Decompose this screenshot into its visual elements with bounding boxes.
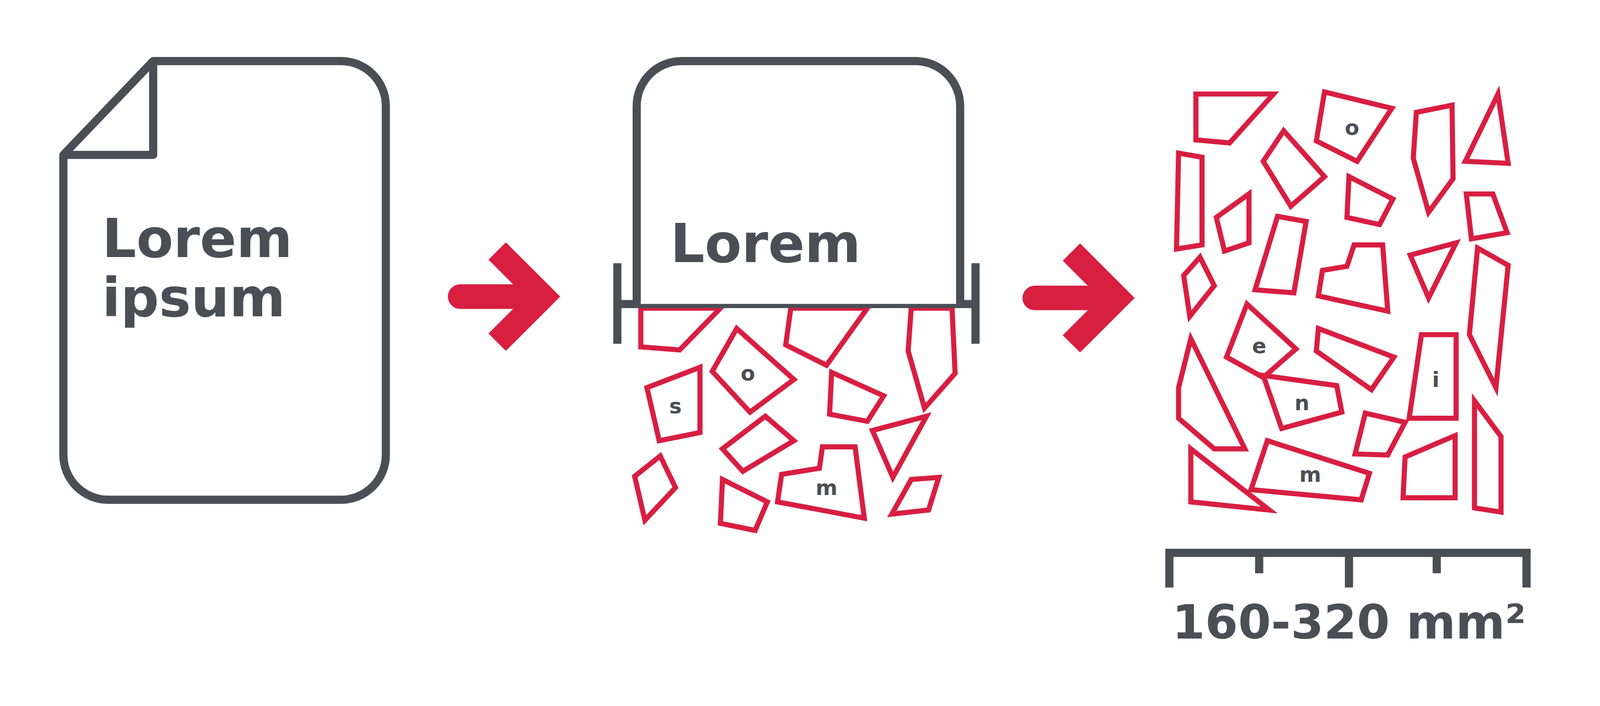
arrow-head	[497, 251, 543, 343]
paper-fragment	[1469, 248, 1509, 389]
scale-tick	[1432, 551, 1441, 574]
fragment-letter: s	[669, 395, 682, 417]
paper-fragment	[1316, 328, 1394, 390]
scale-tick	[1345, 551, 1354, 589]
scale-tick	[1522, 551, 1531, 589]
paper-fragment	[1255, 216, 1307, 294]
paper-fragment	[1183, 257, 1215, 317]
paper-fragment	[1316, 92, 1393, 162]
paper-fragment	[720, 479, 768, 531]
paper-fragment	[1346, 176, 1393, 225]
paper-fragment	[1176, 153, 1203, 250]
paper-fragment	[634, 456, 676, 521]
process-arrow	[1034, 252, 1118, 344]
fragment-letter: m	[815, 477, 838, 499]
paper-fragment	[1466, 193, 1507, 239]
paper-fragment	[1251, 441, 1370, 501]
paper-fragment	[829, 372, 884, 422]
paper-fragment	[1465, 93, 1509, 164]
paper-fragment	[1318, 244, 1388, 312]
fragment-letter: o	[740, 363, 756, 385]
scale-label: 160-320 mm²	[1172, 598, 1527, 647]
paper-fragment	[1355, 413, 1406, 456]
paper-fragment	[1195, 93, 1274, 143]
fragment-letter: n	[1294, 392, 1310, 414]
paper-fragment	[646, 367, 700, 442]
paper-fragment	[1216, 193, 1250, 251]
fragment-letter: e	[1251, 335, 1267, 357]
document-icon: Lorem ipsum	[59, 57, 390, 504]
paper-fragment	[712, 328, 795, 413]
paper-fragment	[891, 477, 939, 515]
arrow-head	[1071, 252, 1118, 344]
paper-fragment	[777, 446, 865, 519]
paper-fragment	[872, 416, 927, 478]
paper-fragment	[1409, 334, 1457, 419]
shredder-box: Lorem	[632, 57, 965, 305]
fragment-letter: o	[1345, 117, 1360, 139]
paper-fragment	[1402, 436, 1455, 499]
outline-path	[63, 61, 386, 501]
process-arrow	[460, 251, 543, 343]
fragment-letter: i	[1432, 369, 1440, 391]
scale-bar	[1165, 551, 1531, 589]
blade-end	[971, 263, 980, 345]
paper-fragment	[1410, 243, 1457, 299]
outline-path	[636, 61, 961, 305]
paper-fragment	[722, 416, 795, 472]
paper-fragment	[1263, 375, 1342, 429]
paper-fragment	[908, 308, 956, 409]
scale-tick	[1255, 551, 1264, 574]
paper-fragment	[785, 308, 868, 366]
fragment-letter: m	[1299, 464, 1322, 486]
node-text: Lorem	[670, 214, 861, 274]
paper-fragment	[1474, 401, 1502, 513]
node-text: Lorem ipsum	[102, 209, 358, 328]
paper-fragment	[640, 308, 721, 351]
blade-end	[613, 263, 622, 345]
paper-fragment	[1226, 304, 1296, 378]
scale-tick	[1165, 551, 1174, 589]
paper-fragment	[1413, 105, 1454, 213]
